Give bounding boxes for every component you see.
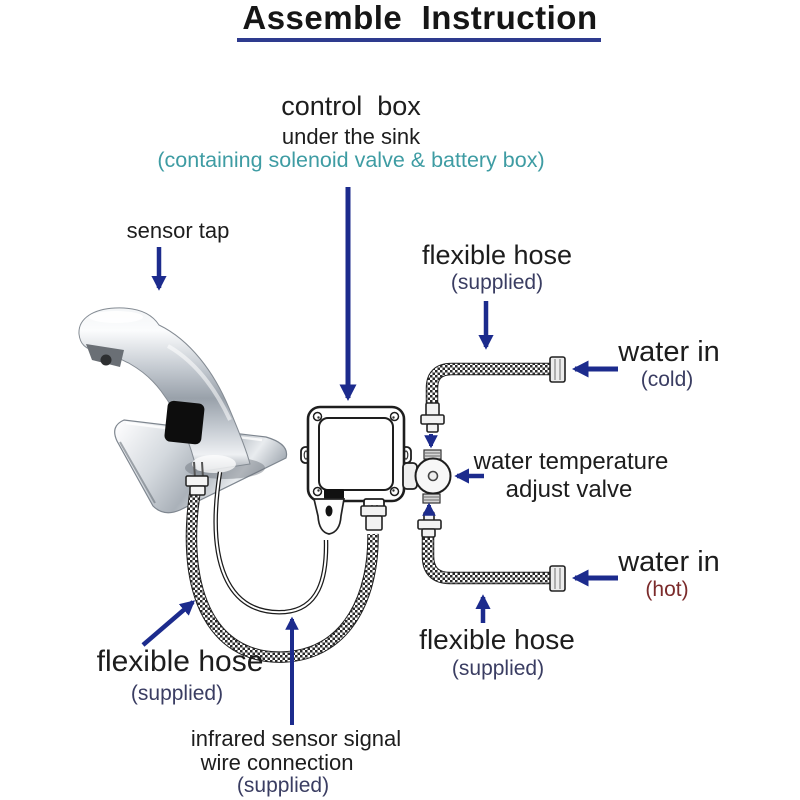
infrared-wire-note: (supplied) [236,774,330,797]
page-title: Assemble Instruction [242,0,598,36]
hose-nut [185,475,209,496]
water-in-cold-note: (cold) [640,368,694,391]
faucet-aerator [100,354,112,366]
water-in-hot-label: water in [618,546,720,578]
control-box-contents: (containing solenoid valve & battery box… [157,148,545,172]
sensor-wire-connector [312,489,346,535]
valve-port-bottom [422,493,441,504]
hose-left-arrow [141,600,196,647]
hose-end-fitting [549,356,566,383]
infrared-wire-label-line2: wire connection [200,750,354,775]
sensor-window [164,400,205,445]
faucet-supply-hose [185,475,379,663]
hose-end-fitting [549,565,566,592]
control-box [300,405,412,513]
water-in-cold-label: water in [618,336,720,368]
sensor-signal-wire [213,471,329,615]
valve-label-line1: water temperature [473,448,669,475]
hose-lower-fitting [420,402,445,433]
hose-upper-fitting [417,511,442,538]
annotation-arrows [141,187,618,725]
valve-label-line2: adjust valve [505,476,633,503]
flexible-hose-top-label: flexible hose [421,240,573,270]
sensor-tap-label: sensor tap [126,218,230,243]
infrared-wire-label-line1: infrared sensor signal [190,726,402,751]
box-hose-fitting [360,505,387,531]
flexible-hose-middle-label: flexible hose [419,624,575,655]
title-underline [237,38,601,42]
hot-water-hose [417,511,566,592]
corner-screws [312,411,400,497]
water-in-hot-note: (hot) [645,578,689,601]
flexible-hose-left-label: flexible hose [96,645,264,678]
flexible-hose-top-note: (supplied) [450,271,544,294]
flexible-hose-left-note: (supplied) [130,682,224,705]
cold-water-hose [420,356,566,433]
control-box-label: control box [281,91,421,121]
control-box-location: under the sink [281,124,421,149]
flexible-hose-middle-note: (supplied) [451,657,545,680]
faucet-body [78,307,265,479]
